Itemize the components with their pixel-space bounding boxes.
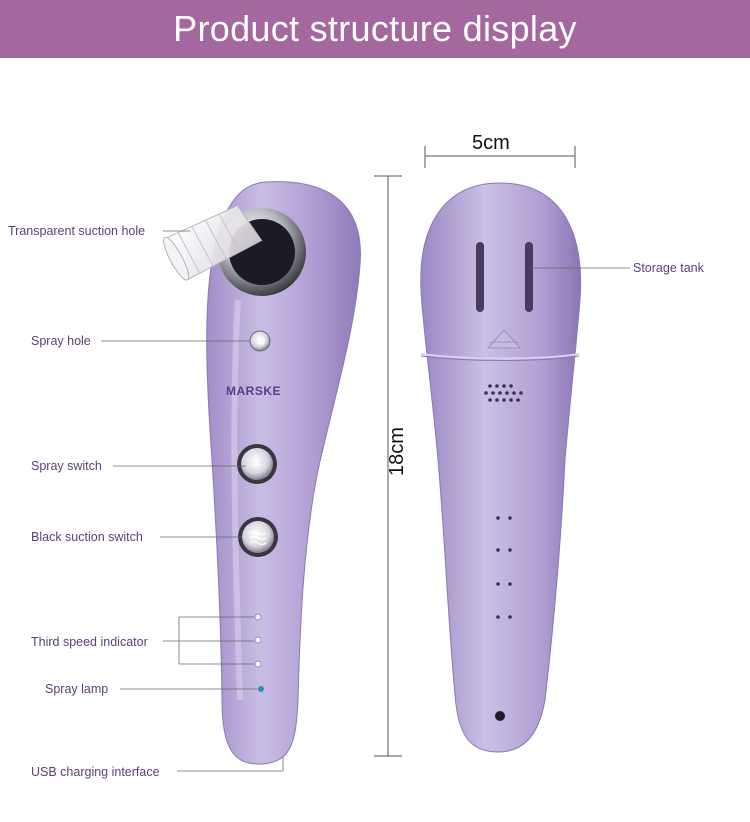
leader-lines xyxy=(101,230,630,772)
label-spray-switch: Spray switch xyxy=(31,459,102,473)
label-suction-hole: Transparent suction hole xyxy=(8,224,146,238)
speed-indicator-dot xyxy=(254,613,262,621)
height-label: 18cm xyxy=(385,427,408,476)
brand-logo: MARSKE xyxy=(226,384,282,398)
header-banner: Product structure display xyxy=(0,0,750,58)
label-speed-indicator: Third speed indicator xyxy=(31,635,148,649)
spray-lamp-dot xyxy=(258,686,264,692)
back-device xyxy=(420,182,582,753)
width-dimension xyxy=(424,146,576,168)
label-usb-interface: USB charging interface xyxy=(31,765,160,779)
vent-dots xyxy=(496,516,512,619)
tank-window-left xyxy=(476,242,484,312)
front-device-body xyxy=(206,181,361,765)
label-spray-hole: Spray hole xyxy=(31,334,91,348)
speaker-grille xyxy=(484,384,523,402)
tank-window-right xyxy=(525,242,533,312)
label-spray-lamp: Spray lamp xyxy=(45,682,109,696)
width-label: 5cm xyxy=(472,132,510,154)
label-storage-tank: Storage tank xyxy=(633,261,704,275)
speed-indicator-dot xyxy=(254,636,262,644)
transparent-nozzle xyxy=(163,205,263,281)
storage-tank-seam xyxy=(420,353,580,360)
back-device-body xyxy=(420,182,582,753)
label-suction-switch: Black suction switch xyxy=(31,530,143,544)
height-dimension xyxy=(374,175,402,757)
page-title: Product structure display xyxy=(173,8,577,49)
charging-port xyxy=(495,711,505,721)
svg-text:✳: ✳ xyxy=(252,458,263,473)
speed-indicator-dot xyxy=(254,660,262,668)
front-device: ✳ xyxy=(163,181,361,765)
